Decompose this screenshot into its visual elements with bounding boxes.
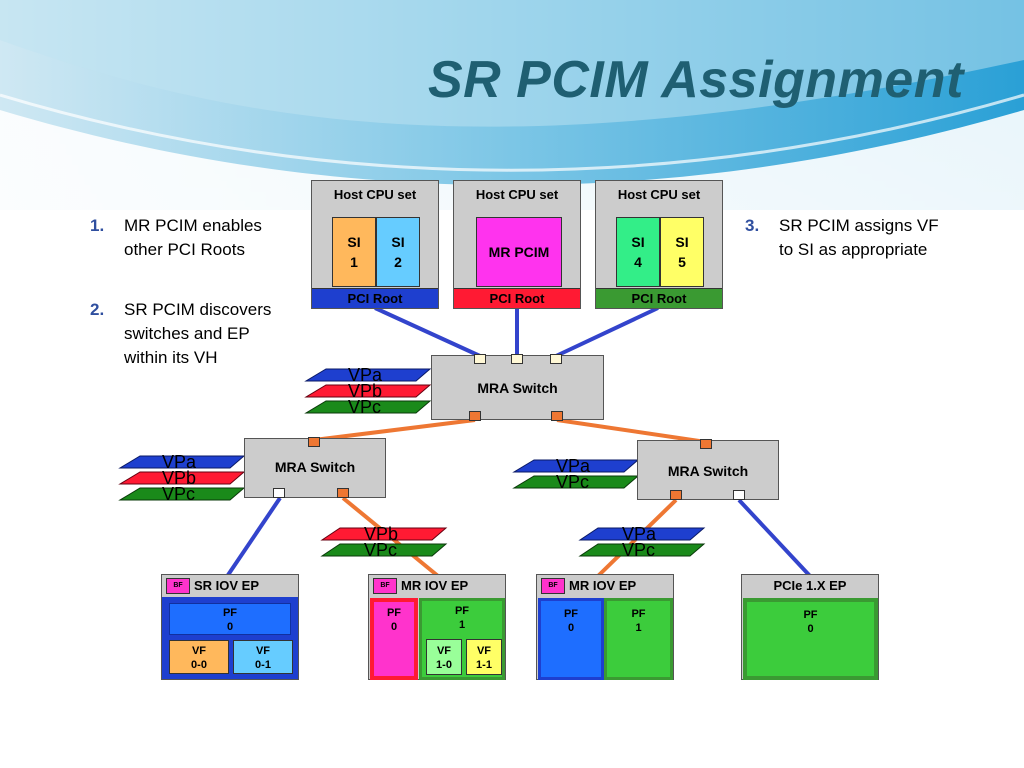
- si-box: SI 2: [376, 217, 420, 287]
- port: [550, 354, 562, 364]
- pci-root: PCI Root: [596, 288, 722, 308]
- vpb-label: VPb: [364, 524, 399, 544]
- vpa-label: VPa: [622, 524, 657, 544]
- mr-iov-ep-right: BF MR IOV EP PF 0 PF 1: [536, 574, 674, 680]
- step-number: 1.: [90, 216, 105, 235]
- port: [273, 488, 285, 498]
- ep-title: MR IOV EP: [569, 578, 637, 593]
- port: [511, 354, 523, 364]
- vpc-plane: [512, 475, 640, 489]
- vf-box: VF 1-0: [426, 639, 462, 675]
- ep-title: MR IOV EP: [401, 578, 469, 593]
- vpa-plane: [578, 527, 706, 541]
- vpb-plane: [304, 384, 432, 398]
- pf1-container: PF 1 VF 1-0 VF 1-1: [419, 598, 505, 680]
- step-3: 3. SR PCIM assigns VF to SI as appropria…: [745, 214, 945, 262]
- link-top-right: [556, 418, 707, 444]
- ep-title: SR IOV EP: [194, 578, 260, 593]
- switch-label: MRA Switch: [477, 379, 558, 396]
- bf-badge: BF: [541, 578, 565, 594]
- port: [670, 490, 682, 500]
- pcie-1x-ep: PCIe 1.X EP PF 0: [741, 574, 879, 680]
- pf-box: PF 0: [370, 598, 418, 680]
- slide-title: SR PCIM Assignment: [428, 51, 964, 109]
- link-host1: [374, 306, 481, 358]
- vpa-label: VPa: [162, 452, 197, 472]
- link-top-left: [313, 418, 476, 442]
- port: [474, 354, 486, 364]
- port: [308, 437, 320, 447]
- mr-iov-ep-left: BF MR IOV EP PF 0 PF 1 VF 1-0 VF 1-1: [368, 574, 506, 680]
- si-box: SI 1: [332, 217, 376, 287]
- mra-switch-top: MRA Switch: [431, 355, 604, 420]
- pf-box: PF 1: [454, 605, 470, 631]
- bf-badge: BF: [166, 578, 190, 594]
- link-host3: [555, 306, 659, 358]
- vpa-plane: [118, 455, 246, 469]
- vpa-plane: [304, 368, 432, 382]
- host-label: Host CPU set: [475, 187, 559, 202]
- step-1: 1. MR PCIM enables other PCI Roots: [90, 214, 290, 262]
- vpc-plane: [578, 543, 706, 557]
- vpc-label: VPc: [364, 540, 398, 560]
- switch-label: MRA Switch: [667, 463, 749, 479]
- vpa-label: VPa: [556, 456, 591, 476]
- port: [551, 411, 563, 421]
- step-2: 2. SR PCIM discovers switches and EP wit…: [90, 298, 290, 370]
- vpb-label: VPb: [162, 468, 197, 488]
- vpc-label: VPc: [556, 472, 590, 492]
- vpb-plane: [118, 471, 246, 485]
- pf-box: PF 0: [743, 598, 878, 680]
- vpb-label: VPb: [348, 381, 383, 401]
- link-right-pcie: [737, 498, 812, 578]
- step-text: SR PCIM assigns VF to SI as appropriate: [779, 216, 939, 259]
- vpc-plane: [320, 543, 448, 557]
- pf-box: PF 1: [604, 598, 673, 680]
- ep-header: BF SR IOV EP: [162, 575, 298, 597]
- si-box: SI 5: [660, 217, 704, 287]
- vpa-plane: [512, 459, 640, 473]
- host-cpu-set-1: Host CPU set SI 1 SI 2 PCI Root: [311, 180, 439, 309]
- ep-title: PCIe 1.X EP: [773, 578, 847, 593]
- vpc-plane: [304, 400, 432, 414]
- pci-root: PCI Root: [312, 288, 438, 308]
- ep-header: BF MR IOV EP: [537, 575, 673, 597]
- step-text: SR PCIM discovers switches and EP within…: [124, 300, 272, 367]
- bf-badge: BF: [373, 578, 397, 594]
- mra-switch-left: MRA Switch: [244, 438, 386, 498]
- step-text: MR PCIM enables other PCI Roots: [124, 216, 262, 259]
- sr-iov-ep: BF SR IOV EP PF 0 VF 0-0 VF 0-1: [161, 574, 299, 680]
- port: [733, 490, 745, 500]
- vpc-label: VPc: [348, 397, 382, 417]
- si-box: SI 4: [616, 217, 660, 287]
- host-cpu-set-2: Host CPU set MR PCIM PCI Root: [453, 180, 581, 309]
- switch-label: MRA Switch: [274, 459, 356, 475]
- vf-box: VF 0-1: [233, 640, 293, 674]
- ep-header: BF MR IOV EP: [369, 575, 505, 597]
- step-number: 3.: [745, 216, 760, 235]
- step-number: 2.: [90, 300, 105, 319]
- link-left-srep: [226, 496, 282, 577]
- ep-body: PF 0 VF 0-0 VF 0-1: [162, 597, 298, 679]
- host-label: Host CPU set: [333, 187, 417, 202]
- port: [469, 411, 481, 421]
- mr-pcim-box: MR PCIM: [476, 217, 562, 287]
- host-cpu-set-3: Host CPU set SI 4 SI 5 PCI Root: [595, 180, 723, 309]
- vf-box: VF 1-1: [466, 639, 502, 675]
- vpc-label: VPc: [162, 484, 196, 504]
- port: [337, 488, 349, 498]
- vpb-plane: [320, 527, 448, 541]
- mra-switch-right: MRA Switch: [637, 440, 779, 500]
- pf-box: PF 0: [538, 598, 604, 680]
- ep-header: PCIe 1.X EP: [742, 575, 878, 597]
- pci-root: PCI Root: [454, 288, 580, 308]
- vpc-plane: [118, 487, 246, 501]
- vf-box: VF 0-0: [169, 640, 229, 674]
- pf-box: PF 0: [169, 603, 291, 635]
- host-label: Host CPU set: [617, 187, 701, 202]
- port: [700, 439, 712, 449]
- vpa-label: VPa: [348, 365, 383, 385]
- vpc-label: VPc: [622, 540, 656, 560]
